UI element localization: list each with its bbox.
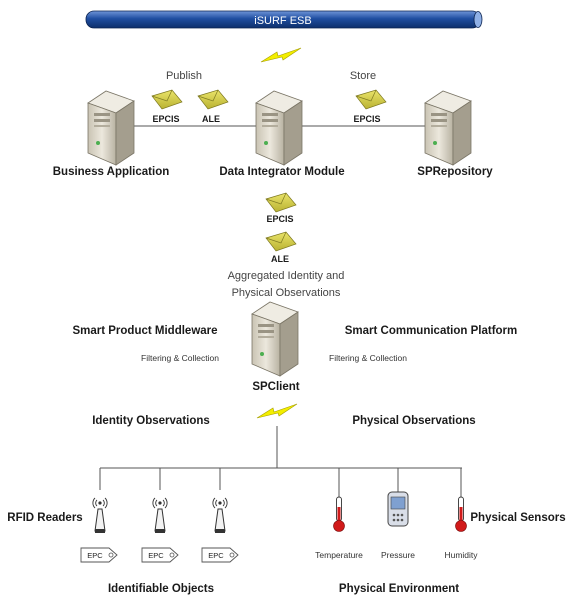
msg-epcis-left: EPCIS	[152, 114, 179, 124]
business-application-server-icon	[87, 90, 135, 166]
smart-comm-platform-label: Smart Communication Platform	[345, 325, 518, 337]
sprepository-label: SPRepository	[417, 166, 493, 178]
thermometer-icon	[333, 496, 345, 532]
epc-tag: EPC	[201, 547, 239, 563]
smart-product-middleware-label: Smart Product Middleware	[72, 325, 217, 337]
physical-environment-label: Physical Environment	[339, 583, 459, 595]
envelope-icon	[265, 192, 297, 213]
epc-tag-label: EPC	[87, 551, 103, 560]
filtering-left-label: Filtering & Collection	[141, 353, 219, 363]
identifiable-objects-label: Identifiable Objects	[108, 583, 214, 595]
lightning-icon	[256, 403, 298, 419]
msg-epcis-middle: EPCIS	[266, 214, 293, 224]
rfid-readers-label: RFID Readers	[7, 512, 82, 524]
msg-ale-left: ALE	[202, 114, 220, 124]
pressure-sensor-icon	[387, 491, 409, 527]
epc-tag: EPC	[141, 547, 179, 563]
epc-tag: EPC	[80, 547, 118, 563]
pressure-label: Pressure	[381, 550, 415, 560]
msg-ale-middle: ALE	[271, 254, 289, 264]
rfid-reader-icon	[92, 497, 108, 534]
filtering-right-label: Filtering & Collection	[329, 353, 407, 363]
physical-observations-label: Physical Observations	[352, 415, 475, 427]
envelope-icon	[151, 89, 183, 110]
data-integrator-server-icon	[255, 90, 303, 166]
humidity-label: Humidity	[444, 550, 478, 560]
business-application-label: Business Application	[53, 166, 170, 178]
msg-epcis-right: EPCIS	[353, 114, 380, 124]
spclient-label: SPClient	[252, 381, 299, 393]
thermometer-icon	[455, 496, 467, 532]
envelope-icon	[197, 89, 229, 110]
identity-observations-label: Identity Observations	[92, 415, 210, 427]
sprepository-server-icon	[424, 90, 472, 166]
spclient-server-icon	[251, 301, 299, 377]
device-tree-connector	[99, 426, 462, 497]
lightning-icon	[260, 47, 302, 63]
store-label: Store	[350, 70, 376, 82]
temperature-label: Temperature	[315, 550, 363, 560]
envelope-icon	[265, 231, 297, 252]
rfid-reader-icon	[212, 497, 228, 534]
epc-tag-label: EPC	[208, 551, 224, 560]
aggregated-line-2: Physical Observations	[232, 287, 341, 299]
aggregated-line-1: Aggregated Identity and	[228, 270, 345, 282]
physical-sensors-label: Physical Sensors	[470, 512, 565, 524]
data-integrator-label: Data Integrator Module	[219, 166, 344, 178]
publish-label: Publish	[166, 70, 202, 82]
esb-bus: iSURF ESB	[85, 10, 483, 29]
esb-label: iSURF ESB	[254, 15, 311, 27]
rfid-reader-icon	[152, 497, 168, 534]
envelope-icon	[355, 89, 387, 110]
epc-tag-label: EPC	[148, 551, 164, 560]
